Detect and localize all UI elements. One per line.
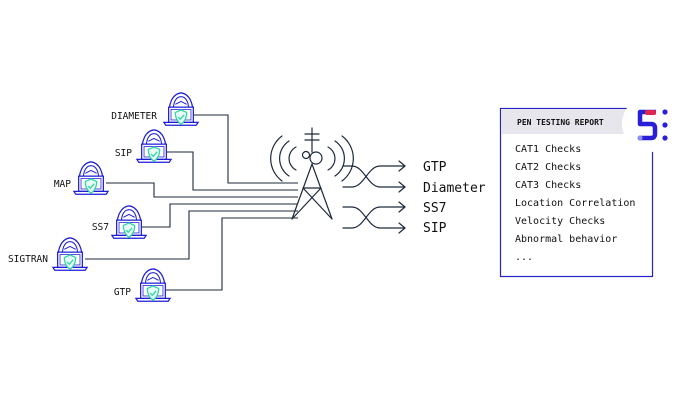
hacker-icon-sip xyxy=(136,129,172,163)
protocol-label-gtp: GTP xyxy=(423,160,447,175)
attacker-label-ss7: SS7 xyxy=(92,222,109,233)
hacker-icon-diameter xyxy=(163,92,199,126)
hacker-icon-map xyxy=(73,161,109,195)
protocol-output-arrows xyxy=(342,160,406,234)
report-item-cat3: CAT3 Checks xyxy=(515,180,581,191)
connection-gtp xyxy=(166,217,298,291)
protocol-label-diameter: Diameter xyxy=(423,181,486,196)
attacker-label-sip: SIP xyxy=(115,148,132,159)
cell-tower-icon xyxy=(270,127,354,220)
hacker-icon-gtp xyxy=(135,268,171,302)
report-title-bar xyxy=(501,109,625,134)
hacker-icon-ss7 xyxy=(111,205,147,239)
connection-map xyxy=(106,182,298,198)
brand-logo xyxy=(622,96,678,152)
hacker-icon-sigtran xyxy=(52,237,88,271)
protocol-label-ss7: SS7 xyxy=(423,201,446,216)
attacker-label-diameter: DIAMETER xyxy=(111,111,157,122)
attacker-label-gtp: GTP xyxy=(114,287,131,298)
protocol-label-sip: SIP xyxy=(423,221,447,236)
report-item-location-correlation: Location Correlation xyxy=(515,198,635,209)
connection-diameter xyxy=(194,114,298,184)
report-item-cat1: CAT1 Checks xyxy=(515,144,581,155)
report-item-more: ... xyxy=(515,252,533,263)
report-item-abnormal-behavior: Abnormal behavior xyxy=(515,234,617,245)
report-item-cat2: CAT2 Checks xyxy=(515,162,581,173)
connection-sigtran xyxy=(85,210,298,260)
connection-ss7 xyxy=(142,203,298,228)
report-title: PEN TESTING REPORT xyxy=(517,118,604,127)
connection-lines xyxy=(85,114,298,291)
connection-sip xyxy=(166,151,298,191)
attacker-label-map: MAP xyxy=(54,179,71,190)
attacker-label-sigtran: SIGTRAN xyxy=(8,254,48,265)
report-item-velocity-checks: Velocity Checks xyxy=(515,216,605,227)
